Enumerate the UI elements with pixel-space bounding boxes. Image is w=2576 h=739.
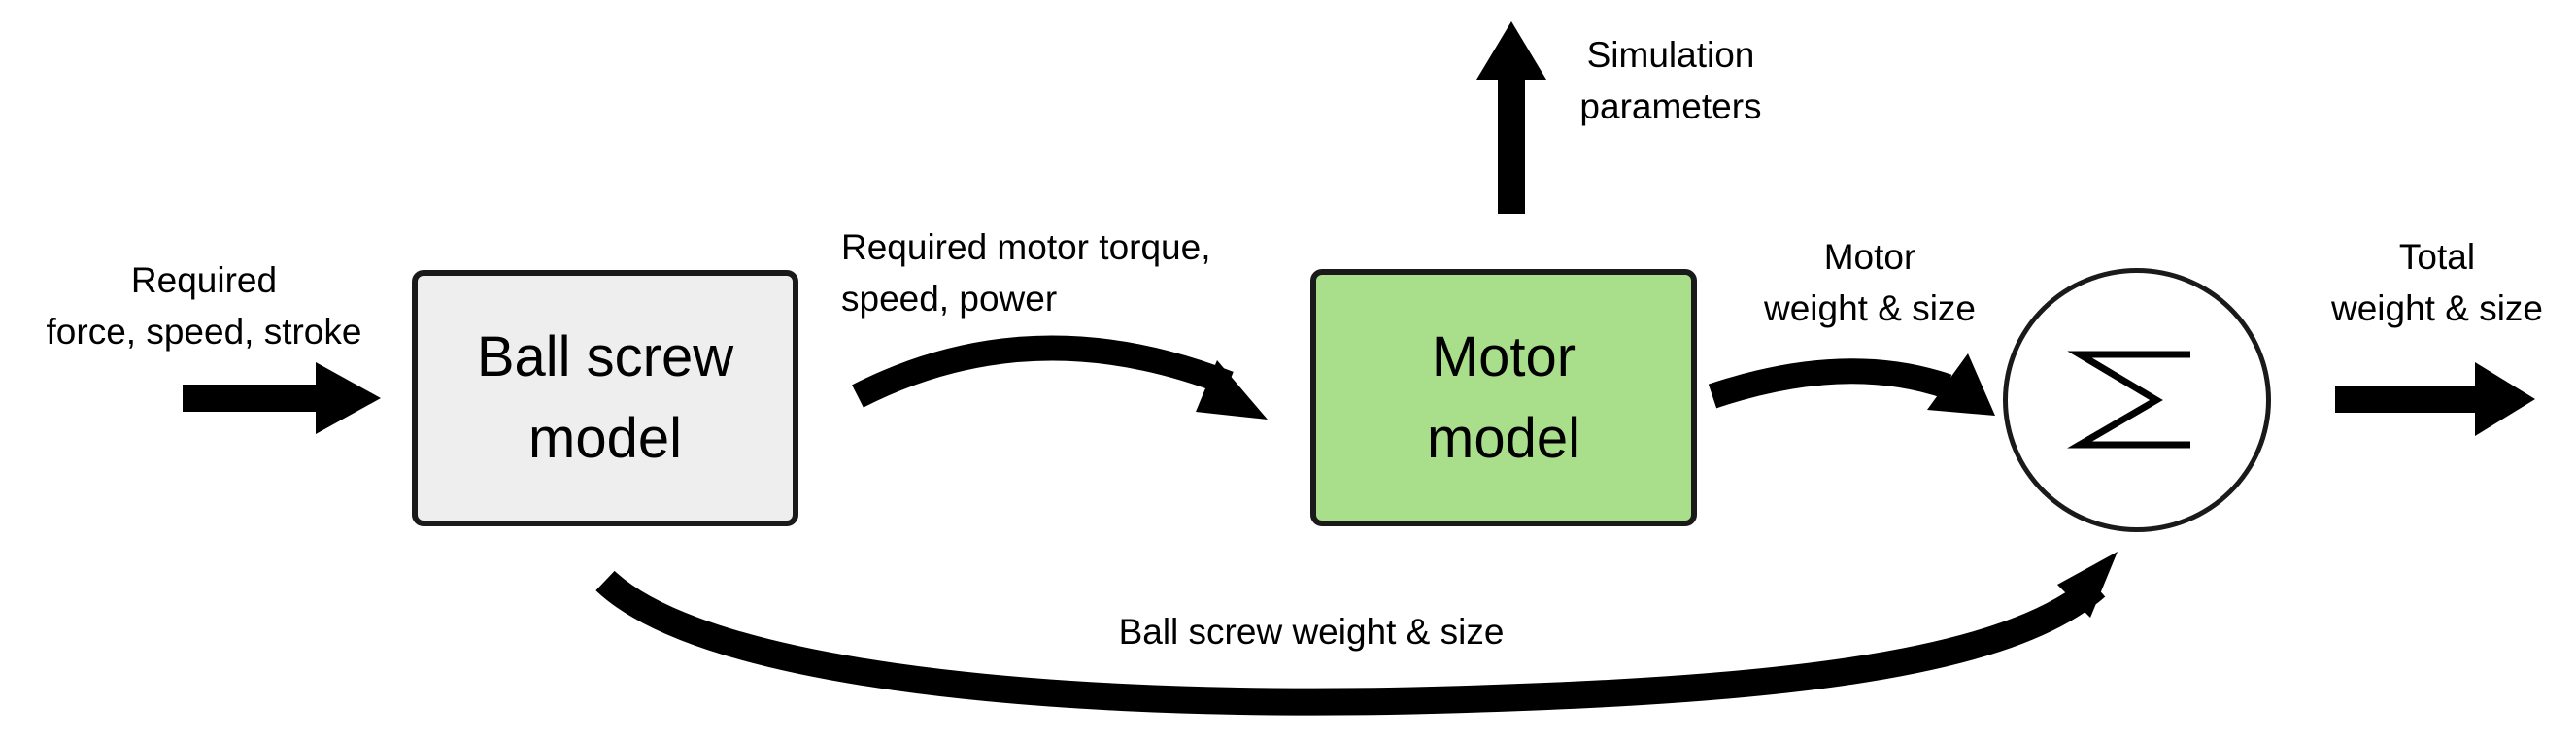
input-arrow — [183, 362, 381, 434]
simulation-label-line2: parameters — [1579, 86, 1762, 126]
total-output-label-line2: weight & size — [2331, 288, 2543, 328]
ball-screw-block-line2: model — [528, 407, 682, 470]
motor-output-label-line2: weight & size — [1764, 288, 1976, 328]
ball-screw-output-arrow — [595, 552, 2118, 716]
motor-output-arrow — [1708, 353, 1995, 416]
simulation-label: Simulation parameters — [1535, 29, 1807, 132]
requirements-label: Required motor torque, speed, power — [841, 221, 1288, 324]
requirements-arrow — [852, 335, 1268, 420]
ball-screw-block-line1: Ball screw — [476, 325, 734, 388]
requirements-label-line1: Required motor torque, — [841, 227, 1211, 267]
input-label-line2: force, speed, stroke — [46, 312, 362, 352]
motor-model-block: Motor model — [1310, 269, 1697, 526]
input-label: Required force, speed, stroke — [10, 254, 398, 357]
ball-screw-output-label: Ball screw weight & size — [1118, 612, 1505, 652]
simulation-label-line1: Simulation — [1586, 35, 1755, 75]
motor-output-label-line1: Motor — [1823, 237, 1916, 277]
simulation-arrow — [1476, 21, 1546, 214]
total-output-label-line1: Total — [2398, 237, 2476, 277]
input-label-line1: Required — [130, 260, 278, 300]
motor-output-label: Motor weight & size — [1729, 231, 2011, 334]
motor-block-line2: model — [1427, 406, 1580, 470]
total-output-label: Total weight & size — [2298, 231, 2576, 334]
requirements-label-line2: speed, power — [841, 279, 1058, 319]
ball-screw-model-block: Ball screw model — [412, 270, 798, 526]
total-output-arrow — [2335, 362, 2535, 436]
summation-node — [2003, 268, 2271, 532]
motor-block-line1: Motor — [1431, 324, 1576, 388]
